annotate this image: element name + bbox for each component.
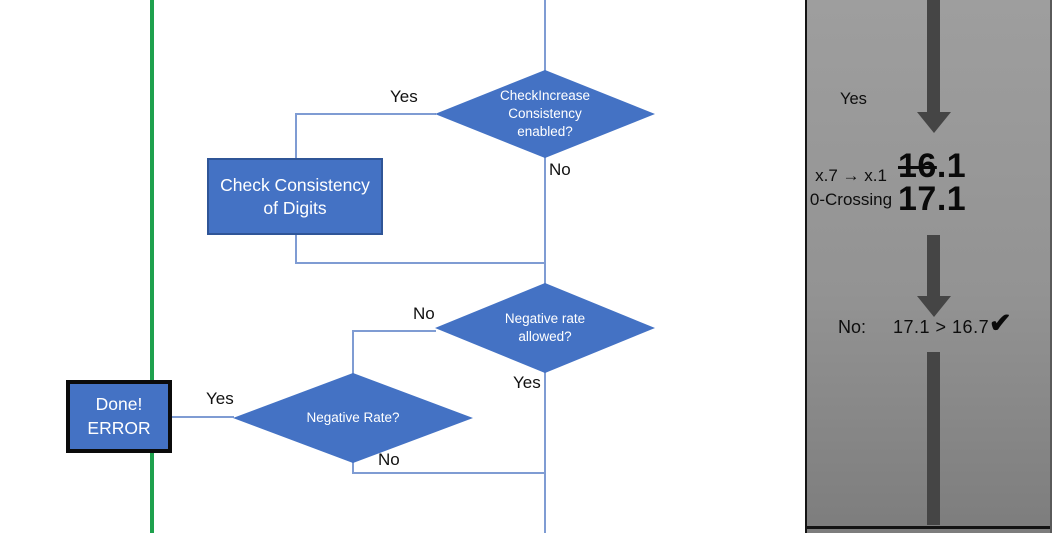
panel-bottom-border [807,526,1052,529]
connector-no3-horizontal [352,472,545,474]
result-row: No: 17.1 > 16.7 ✔ [807,308,1052,344]
value-comparison-numbers: 16.1 17.1 [898,147,967,218]
old-value: 16.1 [898,147,967,185]
panel-yes-label: Yes [840,90,867,108]
connector-yes3-horizontal [172,416,234,418]
new-value: 17.1 [898,180,967,218]
connector-process-down [295,235,297,264]
connector-decision1-to-decision2 [544,157,546,284]
gray-annotation-panel: Yes x.7 → x.1 0-Crossing 16.1 17.1 No: 1… [805,0,1052,533]
terminator-label: Done! ERROR [87,393,151,438]
old-value-struck: 16 [898,147,937,185]
connector-yes1-horizontal [295,113,436,115]
connector-top-into-decision1 [544,0,546,71]
connector-process-merge [295,262,545,264]
decision-label: Negative rate allowed? [504,311,586,344]
connector-no2-vertical [352,330,354,374]
note-line-rule: x.7 → x.1 [815,166,887,185]
decision-check-increase-consistency: CheckIncrease Consistency enabled? [435,70,655,158]
zero-crossing-note: x.7 → x.1 0-Crossing [805,164,897,212]
branch-label-no-decision1: No [549,160,571,179]
result-no-label: No: [838,317,867,337]
decision-negative-rate-allowed: Negative rate allowed? [435,283,655,373]
branch-label-no-decision3: No [378,450,400,469]
connector-no3-vertical [352,462,354,474]
connector-no2-horizontal [352,330,436,332]
old-value-rest: .1 [936,147,967,185]
check-icon: ✔ [989,308,1012,338]
terminator-done-error: Done! ERROR [66,380,172,453]
result-comparison: 17.1 > 16.7 [893,317,990,337]
decision-negative-rate: Negative Rate? [233,373,473,463]
down-arrow-head-icon [917,112,951,133]
down-arrow-icon [927,352,940,525]
connector-yes1-vertical [295,113,297,159]
down-arrow-icon [927,0,940,113]
green-divider-line [150,0,154,533]
branch-label-yes-decision3: Yes [206,389,234,408]
note-line-crossing: 0-Crossing [809,190,893,209]
connector-decision2-down [544,372,546,533]
decision-label: CheckIncrease Consistency enabled? [499,88,591,139]
branch-label-yes-decision2: Yes [513,373,541,392]
decision-label: Negative Rate? [306,410,400,426]
down-arrow-icon [927,235,940,297]
process-label: Check Consistency of Digits [220,174,370,218]
branch-label-yes-decision1: Yes [390,87,418,106]
process-check-consistency-of-digits: Check Consistency of Digits [207,158,383,235]
panel-right-border [1050,0,1052,533]
branch-label-no-decision2: No [413,304,435,323]
